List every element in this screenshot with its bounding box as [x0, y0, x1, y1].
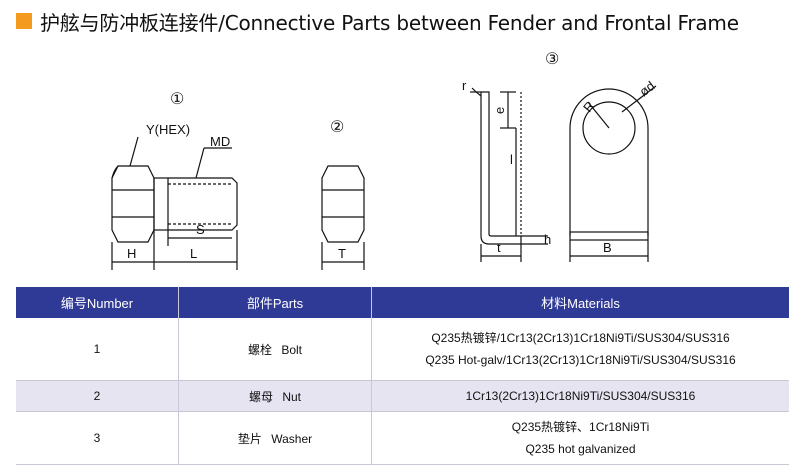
- row-part: 垫片 Washer: [178, 411, 372, 465]
- label-b: B: [603, 240, 612, 255]
- label-l-bolt: L: [190, 246, 197, 261]
- table-row: 3 垫片 Washer Q235热镀锌、1Cr18Ni9Ti Q235 hot …: [16, 411, 789, 465]
- row-number: 1: [16, 318, 179, 381]
- material-line: Q235 Hot-galv/1Cr13(2Cr13)1Cr18Ni9Ti/SUS…: [425, 353, 736, 367]
- material-line: Q235 hot galvanized: [525, 442, 636, 456]
- row-materials: Q235热镀锌、1Cr18Ni9Ti Q235 hot galvanized: [371, 411, 789, 465]
- label-t: t: [497, 240, 501, 255]
- label-h-bolt: H: [127, 246, 136, 261]
- technical-drawing: ① ② ③ Y(HEX) MD S H L T r e l h t B R ød: [111, 51, 658, 270]
- part-name-en: Bolt: [281, 342, 303, 357]
- label-e: e: [492, 107, 507, 114]
- label-l: l: [510, 152, 513, 167]
- table-row: 1 螺栓 Bolt Q235热镀锌/1Cr13(2Cr13)1Cr18Ni9Ti…: [16, 318, 789, 381]
- bracket-side-drawing: [470, 87, 548, 262]
- row-number: 3: [16, 411, 179, 465]
- part-name-en: Nut: [282, 389, 302, 404]
- part-name-cn: 螺母: [248, 389, 273, 404]
- header-number: 编号Number: [16, 287, 179, 318]
- part-name-cn: 垫片: [237, 431, 262, 446]
- material-line: Q235热镀锌、1Cr18Ni9Ti: [511, 420, 650, 434]
- marker-part-1: ①: [170, 91, 184, 108]
- bracket-front-drawing: [569, 85, 657, 262]
- row-materials: 1Cr13(2Cr13)1Cr18Ni9Ti/SUS304/SUS316: [371, 380, 789, 412]
- part-name-en: Washer: [271, 431, 313, 446]
- label-hex: Y(HEX): [146, 122, 190, 137]
- label-s: S: [196, 222, 205, 237]
- materials-table: 编号Number 部件Parts 材料Materials 1 螺栓 Bolt Q…: [16, 287, 789, 465]
- row-part: 螺栓 Bolt: [178, 318, 372, 381]
- row-part: 螺母 Nut: [178, 380, 372, 412]
- label-md: MD: [210, 134, 230, 149]
- page-title: 护舷与防冲板连接件/Connective Parts between Fende…: [40, 10, 739, 35]
- header-parts: 部件Parts: [178, 287, 372, 318]
- table-header-row: 编号Number 部件Parts 材料Materials: [16, 287, 789, 318]
- page-header: 护舷与防冲板连接件/Connective Parts between Fende…: [16, 8, 739, 35]
- title-bullet-square: [16, 13, 32, 29]
- label-h: h: [544, 232, 551, 247]
- row-materials: Q235热镀锌/1Cr13(2Cr13)1Cr18Ni9Ti/SUS304/SU…: [371, 318, 789, 381]
- table-row: 2 螺母 Nut 1Cr13(2Cr13)1Cr18Ni9Ti/SUS304/S…: [16, 380, 789, 412]
- label-R: R: [580, 98, 598, 115]
- material-line: Q235热镀锌/1Cr13(2Cr13)1Cr18Ni9Ti/SUS304/SU…: [431, 331, 730, 345]
- header-materials: 材料Materials: [371, 287, 789, 318]
- nut-drawing: [321, 165, 365, 270]
- material-line: 1Cr13(2Cr13)1Cr18Ni9Ti/SUS304/SUS316: [465, 389, 696, 403]
- label-r-small: r: [462, 78, 467, 93]
- marker-part-3: ③: [545, 51, 559, 68]
- label-t-nut: T: [338, 246, 346, 261]
- bolt-drawing: [111, 136, 238, 270]
- part-name-cn: 螺栓: [247, 342, 272, 357]
- row-number: 2: [16, 380, 179, 412]
- label-d: ød: [636, 78, 657, 99]
- marker-part-2: ②: [330, 119, 344, 136]
